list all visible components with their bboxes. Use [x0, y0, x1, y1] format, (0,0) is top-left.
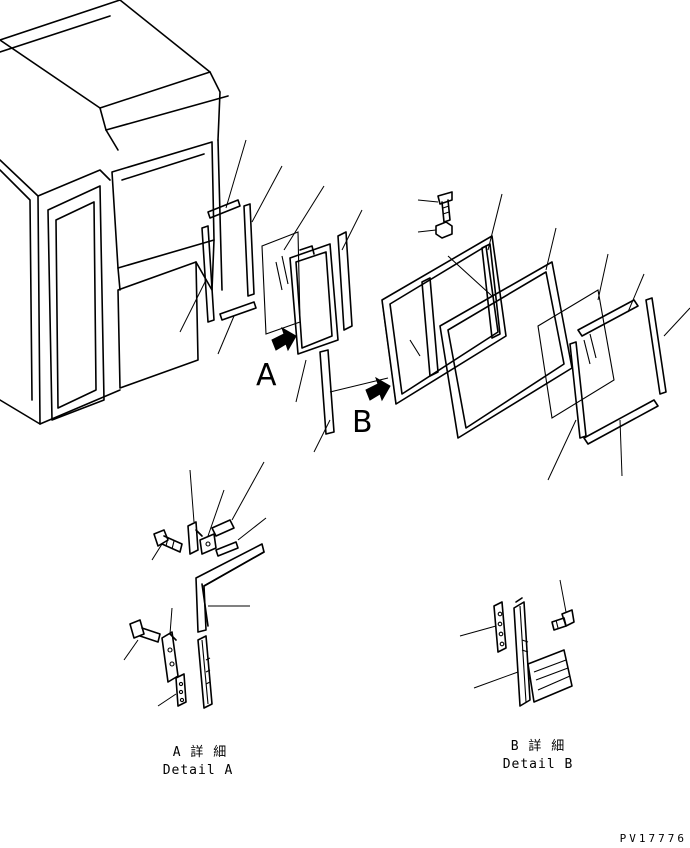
detail-b-title-en: Detail B [503, 757, 574, 772]
cab-body [0, 0, 229, 425]
detail-b-title-jp: B 詳 細 [511, 738, 565, 754]
callout-a: A [256, 358, 277, 393]
drawing-number: PV17776 [620, 832, 687, 845]
callout-b: B [352, 405, 373, 440]
large-window-parts [365, 191, 667, 445]
leader-lines-large [417, 193, 690, 481]
detail-a-title-jp: A 詳 細 [173, 744, 227, 760]
small-window-parts [201, 199, 353, 435]
detail-a-title-en: Detail A [163, 763, 234, 778]
detail-a-parts [129, 519, 265, 709]
detail-b-parts [493, 597, 575, 707]
leader-lines-detail-a [123, 461, 267, 707]
leader-lines-detail-b [459, 579, 567, 689]
